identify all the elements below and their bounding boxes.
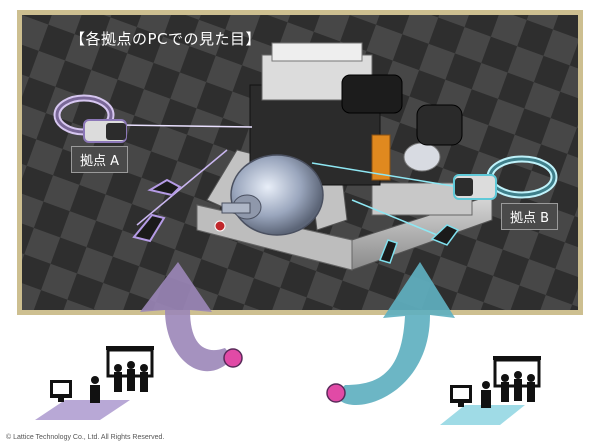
controller-b2-icon: [430, 224, 460, 246]
site-a-label: 拠点 A: [71, 146, 129, 173]
controller-a1-icon: [147, 178, 182, 197]
site-a-origin-dot: [223, 348, 243, 368]
site-a-room: [35, 346, 154, 420]
site-a-beam-2: [136, 149, 228, 226]
pc-screen: 【各拠点のPCでの見た目】: [17, 10, 583, 315]
copyright-text: © Lattice Technology Co., Ltd. All Right…: [6, 434, 165, 441]
vr-headset-b-icon: [453, 155, 558, 200]
site-b-origin-dot: [326, 383, 346, 403]
site-b-room: [440, 356, 541, 425]
vr-headset-a-icon: [53, 94, 127, 143]
controller-a2-icon: [132, 213, 166, 243]
site-b-label: 拠点 B: [501, 203, 559, 230]
site-b-beam-2: [351, 199, 443, 238]
site-a-beam: [121, 124, 253, 128]
screen-scene: [22, 15, 578, 310]
site-b-beam: [311, 162, 478, 191]
screen-title: 【各拠点のPCでの見た目】: [70, 30, 262, 48]
